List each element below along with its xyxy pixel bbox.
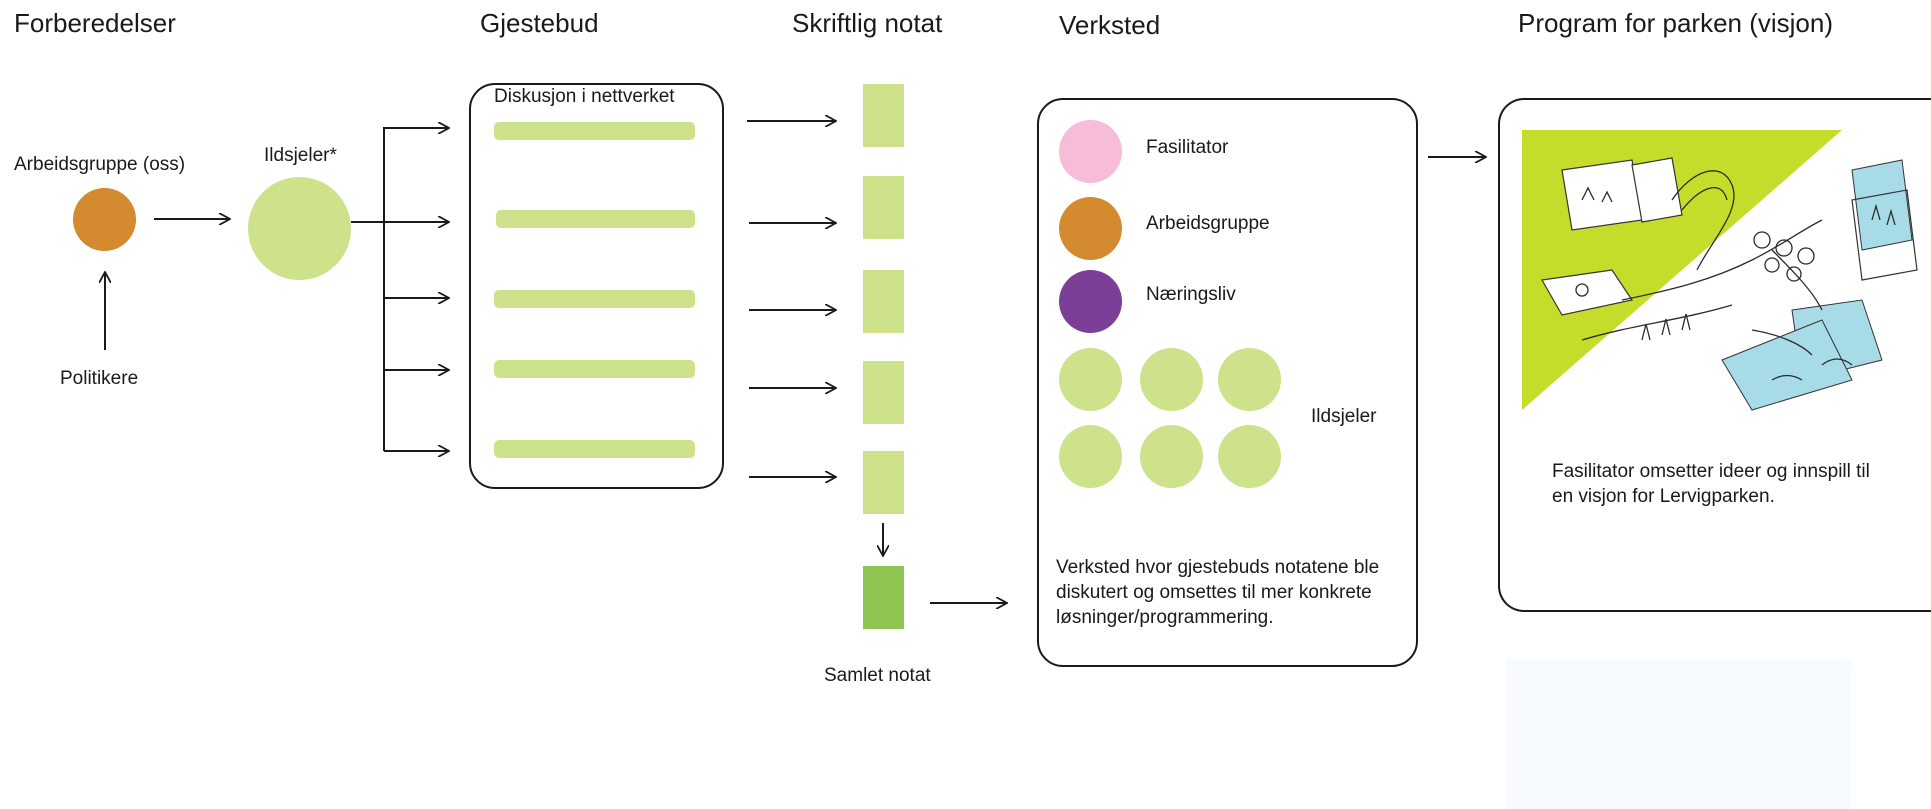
- gjestebud-box: [469, 83, 724, 489]
- heading-gjestebud: Gjestebud: [480, 8, 599, 38]
- heading-skriftlig-notat: Skriftlig notat: [792, 8, 943, 38]
- ildsjel-dot: [1059, 425, 1122, 488]
- workshop-description: Verksted hvor gjestebuds notatene ble di…: [1056, 557, 1380, 628]
- politicians-label: Politikere: [60, 368, 139, 389]
- written-note: [863, 176, 904, 239]
- ildsjel-dot: [1218, 348, 1281, 411]
- heading-forberedelser: Forberedelser: [14, 8, 176, 38]
- heading-verksted: Verksted: [1059, 10, 1161, 40]
- combined-note: [863, 566, 904, 629]
- program-caption: Fasilitator omsetter ideer og innspill t…: [1552, 461, 1870, 507]
- discussion-bar: [494, 122, 695, 140]
- combined-note-label: Samlet notat: [824, 665, 931, 686]
- ildsjel-dot: [1218, 425, 1281, 488]
- business-label: Næringsliv: [1146, 284, 1236, 305]
- facilitator-label: Fasilitator: [1146, 137, 1229, 158]
- ildsjel-dot: [1140, 348, 1203, 411]
- ildsjeler-node: [248, 177, 351, 280]
- written-note: [863, 270, 904, 333]
- discussion-bar: [494, 440, 695, 458]
- discussion-bar: [494, 290, 695, 308]
- ildsjel-dot: [1059, 348, 1122, 411]
- park-vision-sketch: [1522, 130, 1918, 411]
- discussion-bar: [494, 360, 695, 378]
- work-group-label: Arbeidsgruppe (oss): [14, 154, 186, 175]
- faint-panel: [1506, 660, 1851, 809]
- work-group-legend-label: Arbeidsgruppe: [1146, 213, 1270, 234]
- written-note: [863, 451, 904, 514]
- heading-program: Program for parken (visjon): [1518, 8, 1833, 38]
- written-note: [863, 84, 904, 147]
- written-note: [863, 361, 904, 424]
- facilitator-dot: [1059, 120, 1122, 183]
- ildsjel-dot: [1140, 425, 1203, 488]
- gjestebud-box-title: Diskusjon i nettverket: [494, 86, 675, 107]
- work-group-node: [73, 188, 136, 251]
- work-group-dot: [1059, 197, 1122, 260]
- ildsjeler-group-label: Ildsjeler: [1311, 406, 1377, 427]
- business-dot: [1059, 270, 1122, 333]
- discussion-bar: [496, 210, 695, 228]
- ildsjeler-label: Ildsjeler*: [264, 145, 337, 166]
